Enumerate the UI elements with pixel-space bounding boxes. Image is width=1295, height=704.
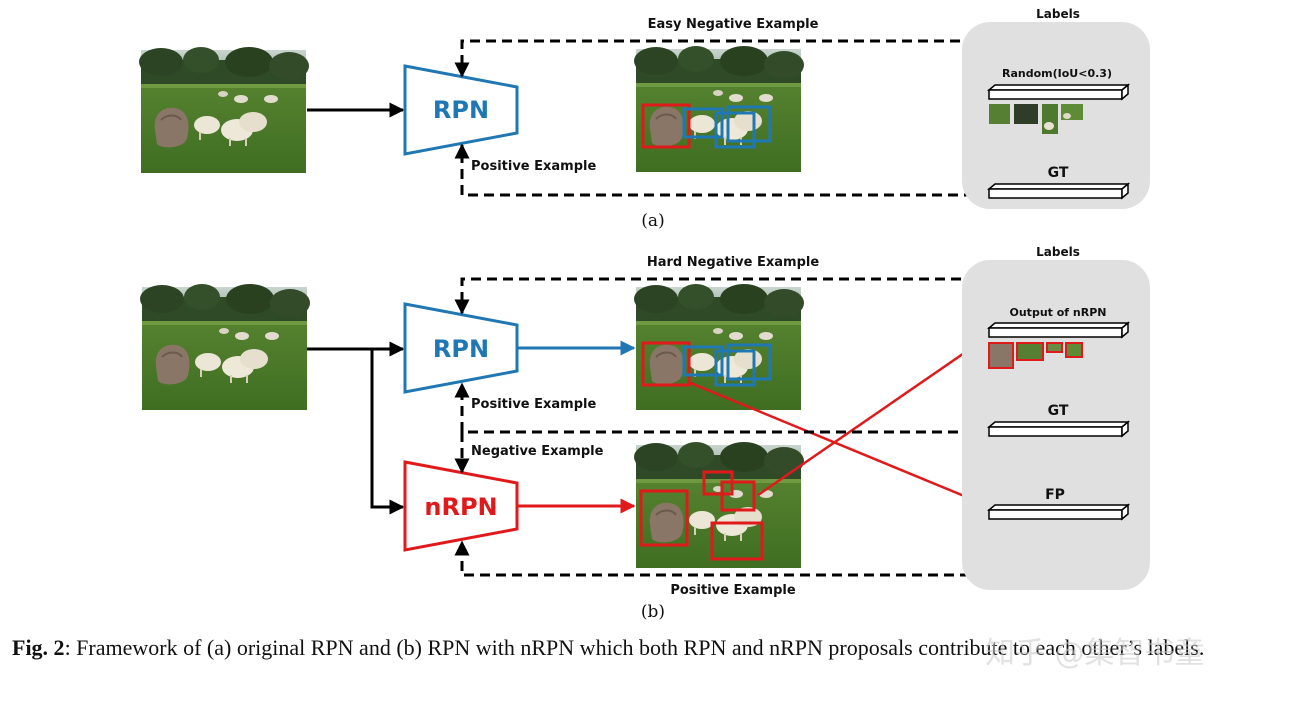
blue-proposal-box [714, 111, 756, 149]
red-proposal-box [641, 341, 691, 387]
positive-loop-a [454, 143, 990, 197]
caption-text: : Framework of (a) original RPN and (b) … [64, 635, 1205, 660]
hard-negative-label: Hard Negative Example [647, 255, 820, 270]
random-label-bar [986, 83, 1131, 101]
rpn-proposal-image-b [633, 283, 805, 411]
bottom-positive-label: Positive Example [670, 583, 795, 598]
positive-label-b: Positive Example [471, 397, 596, 412]
caption-prefix: Fig. 2 [12, 635, 65, 660]
random-crops [989, 104, 1083, 134]
negative-label-b: Negative Example [471, 444, 604, 459]
red-proposal-box [641, 103, 691, 149]
gt-label-a: GT [1048, 165, 1069, 181]
nrpn-label: nRPN [424, 493, 497, 521]
blue-proposal-box [682, 107, 724, 139]
blue-proposal-box [726, 343, 772, 381]
nrpn-output-crops [988, 342, 1083, 369]
subfig-label-a: (a) [641, 211, 664, 231]
blue-proposal-box [682, 345, 724, 377]
red-proposal-box [710, 521, 764, 561]
fp-bar [986, 503, 1131, 521]
input-image-a [138, 46, 310, 174]
positive-label-a: Positive Example [471, 159, 596, 174]
arrow-nrpn-output-to-labels [757, 336, 988, 497]
arrow-fp-to-labels [687, 380, 988, 507]
rpn-label-a: RPN [433, 96, 489, 124]
subfig-label-b: (b) [641, 602, 665, 622]
nrpn-proposal-image [633, 441, 805, 569]
blue-proposal-box [726, 105, 772, 143]
rpn-block-a [403, 64, 519, 156]
red-proposal-box [720, 480, 756, 512]
gt-bar-a [986, 182, 1131, 200]
nrpn-block [403, 460, 519, 552]
rpn-block-b [403, 302, 519, 394]
framework-diagram: RPN Easy Negative Example Positive Examp… [138, 7, 1150, 622]
arrow-input-to-nrpn [370, 349, 405, 515]
part-a: RPN Easy Negative Example Positive Examp… [138, 7, 1150, 231]
red-proposal-box [639, 489, 689, 547]
proposal-image-a [633, 45, 805, 173]
gt-label-b: GT [1048, 403, 1069, 419]
output-bar [986, 321, 1131, 339]
part-b: RPN nRPN Hard Negative Example Positive … [139, 245, 1150, 622]
fp-label: FP [1045, 487, 1065, 503]
input-image-b [139, 283, 311, 411]
blue-proposal-box [714, 349, 756, 387]
labels-title-b: Labels [1036, 245, 1080, 259]
rpn-label-b: RPN [433, 335, 489, 363]
gt-bar-b [986, 420, 1131, 438]
labels-title-a: Labels [1036, 7, 1080, 21]
figure-caption: Fig. 2: Framework of (a) original RPN an… [12, 633, 1287, 663]
random-label: Random(IoU<0.3) [1002, 67, 1112, 80]
output-of-nrpn-label: Output of nRPN [1010, 306, 1107, 319]
easy-negative-label: Easy Negative Example [648, 17, 819, 32]
